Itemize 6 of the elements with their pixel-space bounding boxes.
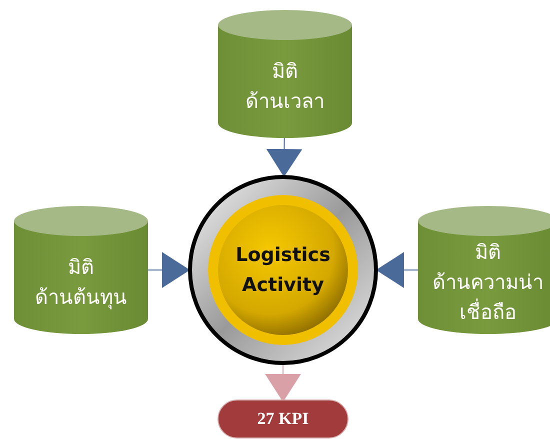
arrow [265,364,301,402]
arrow [376,252,418,288]
result-pill: 27 KPI [218,400,348,438]
arrow [148,252,190,288]
ring-button: Logistics Activity [188,175,378,365]
arrow [266,138,302,177]
